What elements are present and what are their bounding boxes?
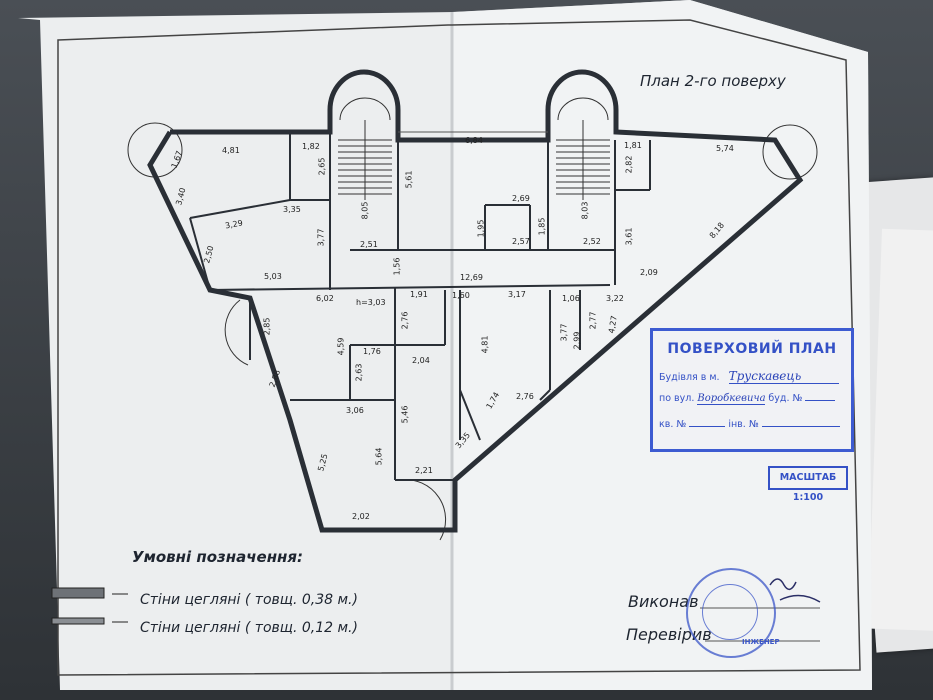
dimension-label: 3,17 [508,290,526,299]
dimension-label: 2,63 [354,363,364,382]
scale-box: МАСШТАБ 1:100 [768,466,848,503]
dimension-label: 5,46 [400,405,410,424]
dimension-label: 1,81 [624,141,642,150]
dimension-label: 6,02 [316,294,334,303]
dimension-label: 1,85 [537,217,547,236]
stamp-building-row: Будівля в м. Трускавець [659,369,839,384]
stamp-inv-field [761,426,840,427]
dimension-label: 3,77 [316,228,326,247]
stairs-left [338,97,392,200]
stamp-street-value: Воробкевича [697,393,766,405]
dimension-label: 2,02 [352,512,370,521]
dimension-label: 5,74 [716,144,734,153]
dimension-label: 3,22 [606,294,624,303]
dimension-label: 1,60 [452,291,470,300]
dimension-label: 2,21 [415,466,433,475]
legend-title: Умовні позначення: [132,548,304,566]
signature-scribble [769,578,821,603]
stamp-apt-row: кв. № інв. № [659,419,840,430]
dimension-label: 2,76 [400,311,410,330]
stamp-street-row: по вул. Воробкевича буд. № [659,393,836,405]
stamp-building-label: Будівля в м. [659,372,720,383]
seal-inner-ring [702,584,758,640]
dimension-label: 1,76 [363,347,381,356]
dimension-label: 1,82 [302,142,320,151]
paper-right-half [452,0,872,690]
dimension-label: h=3,03 [356,298,386,307]
dimension-label: 2,77 [588,311,598,330]
bay-circle [762,124,818,180]
inner-walls [189,132,651,481]
dimension-label: 5,64 [374,447,384,466]
stamp-street-label: по вул. [659,393,695,404]
dimension-label: 4,81 [480,335,490,354]
stamp-apt-field [689,426,726,427]
dimension-label: 4,59 [336,337,346,356]
stamp-title: ПОВЕРХОВИЙ ПЛАН [667,341,837,357]
dimension-label: 8,05 [360,201,370,220]
stamp-inv-label: інв. № [728,419,759,430]
dimension-label: 2,65 [317,157,327,176]
seal-text: ІНЖЕНЕР [742,638,780,646]
dimension-label: 2,57 [512,237,530,246]
dimension-label: 2,82 [624,155,634,174]
stamp-bud-label: буд. № [768,393,803,404]
stamp-apt-label: кв. № [659,419,687,430]
dimension-label: 6,84 [465,136,483,145]
stairs-right [556,97,610,200]
legend-symbol-thick-wall [51,587,105,599]
seal-stamp [686,568,776,658]
dimension-label: 2,69 [512,194,530,203]
dimension-label: 12,69 [460,273,483,282]
dimension-label: 1,06 [562,294,580,303]
executed-label: Виконав [628,592,699,611]
bay-arc [224,299,249,366]
dimension-label: 5,03 [264,272,282,281]
dimension-label: 3,77 [559,323,569,342]
dimension-label: 1,91 [410,290,428,299]
dimension-label: 2,76 [516,392,534,401]
dimension-label: 4,81 [222,146,240,155]
floor-plan-stamp: ПОВЕРХОВИЙ ПЛАН Будівля в м. Трускавець … [650,328,854,452]
dimension-label: 2,09 [640,268,658,277]
dimension-label: 3,06 [346,406,364,415]
dimension-label: 3,35 [283,205,301,214]
dimension-label: 3,61 [624,227,634,246]
legend-item-thick-wall: Стіни цегляні ( товщ. 0,38 м.) [140,592,358,608]
dimension-label: 1,95 [476,219,486,238]
dimension-label: 2,04 [412,356,430,365]
dimension-label: 2,52 [583,237,601,246]
dimension-label: 2,99 [572,331,582,350]
stamp-bud-field [805,400,836,401]
legend-item-thin-wall: Стіни цегляні ( товщ. 0,12 м.) [140,620,358,636]
legend-symbol-thin-wall [51,617,105,625]
dimension-label: 1,56 [392,257,402,276]
dimension-label: 2,51 [360,240,378,249]
dimension-label: 5,61 [404,170,414,189]
inner-border [57,19,861,676]
plan-title: План 2-го поверху [640,72,786,90]
dimension-label: 8,03 [580,201,590,220]
stamp-city-value: Трускавець [728,369,839,384]
dimension-label: 2,85 [262,317,272,336]
